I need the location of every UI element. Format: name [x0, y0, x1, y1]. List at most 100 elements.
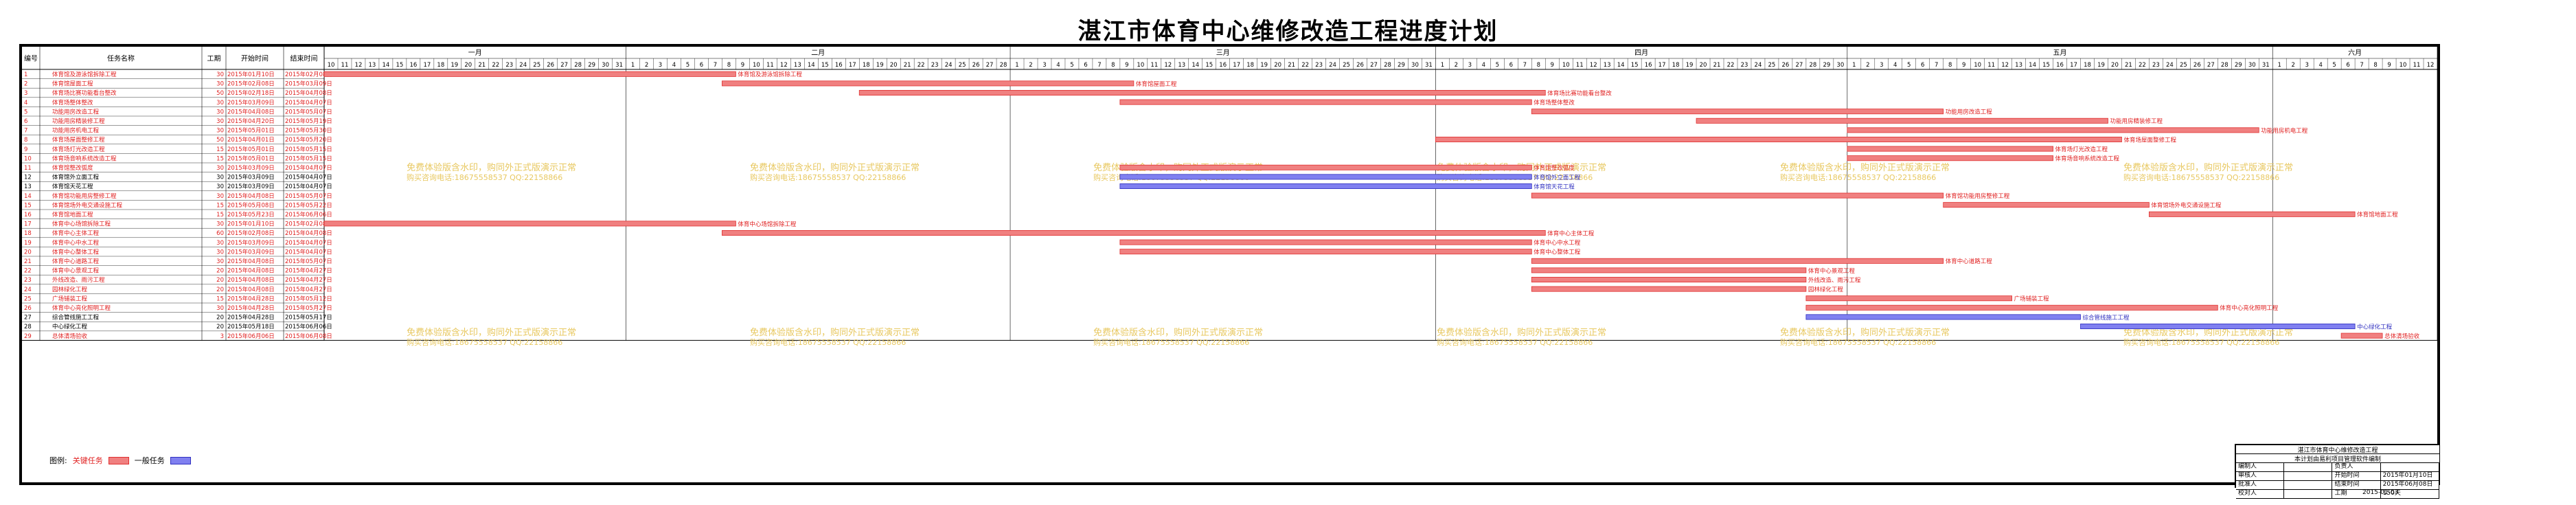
day-label: 27: [2207, 62, 2215, 69]
day-label: 9: [1125, 62, 1128, 69]
task-start: 2015年06月06日: [227, 333, 275, 340]
gantt-bar-label: 体育场屋面整修工程: [2123, 136, 2176, 144]
task-id: 18: [24, 230, 32, 237]
day-label: 14: [2029, 62, 2036, 69]
gantt-bar-label: 体育馆天花工程: [1534, 183, 1575, 190]
task-name: 体育馆及游泳馆拆除工程: [52, 71, 117, 78]
watermark-text: 免费体验版含水印，购同外正式版演示正常: [407, 162, 576, 173]
task-name: 体育中心道路工程: [52, 258, 100, 265]
task-start: 2015年03月09日: [227, 183, 275, 190]
gantt-bar: [2149, 211, 2356, 217]
gantt-bar-label: 体育场整体整改: [1534, 99, 1575, 106]
day-label: 27: [1795, 62, 1803, 69]
task-id: 25: [24, 295, 32, 302]
gantt-bar-label: 体育场灯光改造工程: [2055, 146, 2108, 153]
day-label: 15: [2042, 62, 2050, 69]
gantt-bar: [1435, 136, 2122, 142]
task-start: 2015年04月08日: [227, 286, 275, 293]
task-start: 2015年04月20日: [227, 117, 275, 125]
day-label: 19: [451, 62, 458, 69]
task-name: 体育馆地面工程: [52, 211, 93, 218]
day-label: 18: [863, 62, 870, 69]
day-label: 25: [959, 62, 966, 69]
day-label: 6: [1084, 62, 1087, 69]
task-end: 2015年05月12日: [285, 295, 332, 302]
day-label: 20: [2111, 62, 2119, 69]
day-label: 5: [686, 62, 689, 69]
task-start: 2015年05月18日: [227, 323, 275, 330]
task-end: 2015年03月09日: [285, 80, 332, 88]
legend: 图例: 关键任务 一般任务: [49, 455, 191, 466]
table-header-label: 工期: [207, 55, 221, 63]
task-id: 28: [24, 324, 32, 330]
day-label: 2: [2291, 62, 2294, 69]
day-label: 2: [1866, 62, 1869, 69]
gantt-bar-label: 体育馆屋面工程: [1136, 80, 1177, 88]
watermark-text: 购买咨询电话:18675558537 QQ:22158866: [1780, 172, 1936, 182]
gantt-bar: [1119, 164, 1532, 170]
title-block-cell: 150天: [2381, 490, 2439, 498]
task-start: 2015年04月28日: [227, 314, 275, 322]
gantt-bar-label: 体育馆功能用房整修工程: [1946, 192, 2010, 200]
task-end: 2015年04月07日: [285, 164, 332, 172]
gantt-bar-label: 中心绿化工程: [2357, 323, 2393, 330]
day-label: 18: [1672, 62, 1680, 69]
task-id: 14: [24, 193, 32, 200]
gantt-bar-label: 体育馆场外电交通设施工程: [2151, 202, 2222, 210]
task-duration: 20: [216, 324, 224, 330]
day-label: 28: [1000, 62, 1007, 69]
day-label: 7: [1935, 62, 1938, 69]
task-name: 园林绿化工程: [52, 286, 88, 293]
task-name: 体育中心主体工程: [52, 229, 100, 237]
day-label: 24: [945, 62, 953, 69]
task-name: 中心绿化工程: [52, 323, 88, 330]
title-block-cell: 校对人: [2236, 490, 2285, 498]
task-end: 2015年05月07日: [285, 192, 332, 200]
day-label: 24: [1755, 62, 1762, 69]
gantt-bar: [1531, 192, 1944, 199]
day-label: 21: [2125, 62, 2132, 69]
gantt-bar: [323, 221, 736, 227]
day-label: 16: [2056, 62, 2064, 69]
day-label: 1: [631, 62, 635, 69]
day-label: 19: [1260, 62, 1268, 69]
gantt-bar: [858, 90, 1546, 96]
watermark-text: 购买咨询电话:18675558537 QQ:22158866: [407, 172, 562, 182]
day-label: 14: [1617, 62, 1625, 69]
gantt-bar-label: 体育中心景观工程: [1808, 267, 1856, 275]
task-id: 23: [24, 277, 32, 284]
day-label: 12: [1590, 62, 1597, 69]
gantt-bar-label: 体育馆整改弧度: [1534, 164, 1575, 172]
day-label: 26: [1356, 62, 1364, 69]
day-label: 24: [519, 62, 527, 69]
task-end: 2015年02月08日: [285, 221, 332, 228]
task-end: 2015年05月27日: [285, 304, 332, 312]
gantt-bar: [1119, 183, 1532, 189]
day-label: 16: [1219, 62, 1227, 69]
task-start: 2015年02月08日: [227, 229, 275, 237]
day-label: 6: [1509, 62, 1513, 69]
day-label: 1: [1441, 62, 1444, 69]
day-label: 26: [1782, 62, 1790, 69]
task-id: 9: [24, 146, 27, 153]
task-start: 2015年05月01日: [227, 146, 275, 153]
gantt-bar-label: 综合管线施工工程: [2083, 314, 2130, 322]
task-duration: 30: [216, 305, 224, 312]
watermark-text: 购买咨询电话:18675558537 QQ:22158866: [1437, 337, 1593, 347]
day-label: 3: [1042, 62, 1046, 69]
title-block-cell: [2284, 481, 2333, 489]
task-name: 体育中心整体工程: [52, 248, 100, 256]
day-label: 4: [672, 62, 676, 69]
day-label: 8: [1948, 62, 1952, 69]
gantt-bar-label: 体育馆外立面工程: [1534, 174, 1581, 181]
gantt-bar: [1805, 314, 2081, 320]
watermark-text: 购买咨询电话:18675558537 QQ:22158866: [750, 337, 906, 347]
day-label: 26: [972, 62, 980, 69]
watermark-text: 免费体验版含水印，购同外正式版演示正常: [1093, 327, 1263, 338]
gantt-bar-label: 体育场比赛功能看台整改: [1547, 89, 1612, 97]
task-duration: 30: [216, 165, 224, 172]
task-name: 广场铺装工程: [52, 295, 88, 302]
task-name: 功能用房改造工程: [52, 108, 100, 115]
